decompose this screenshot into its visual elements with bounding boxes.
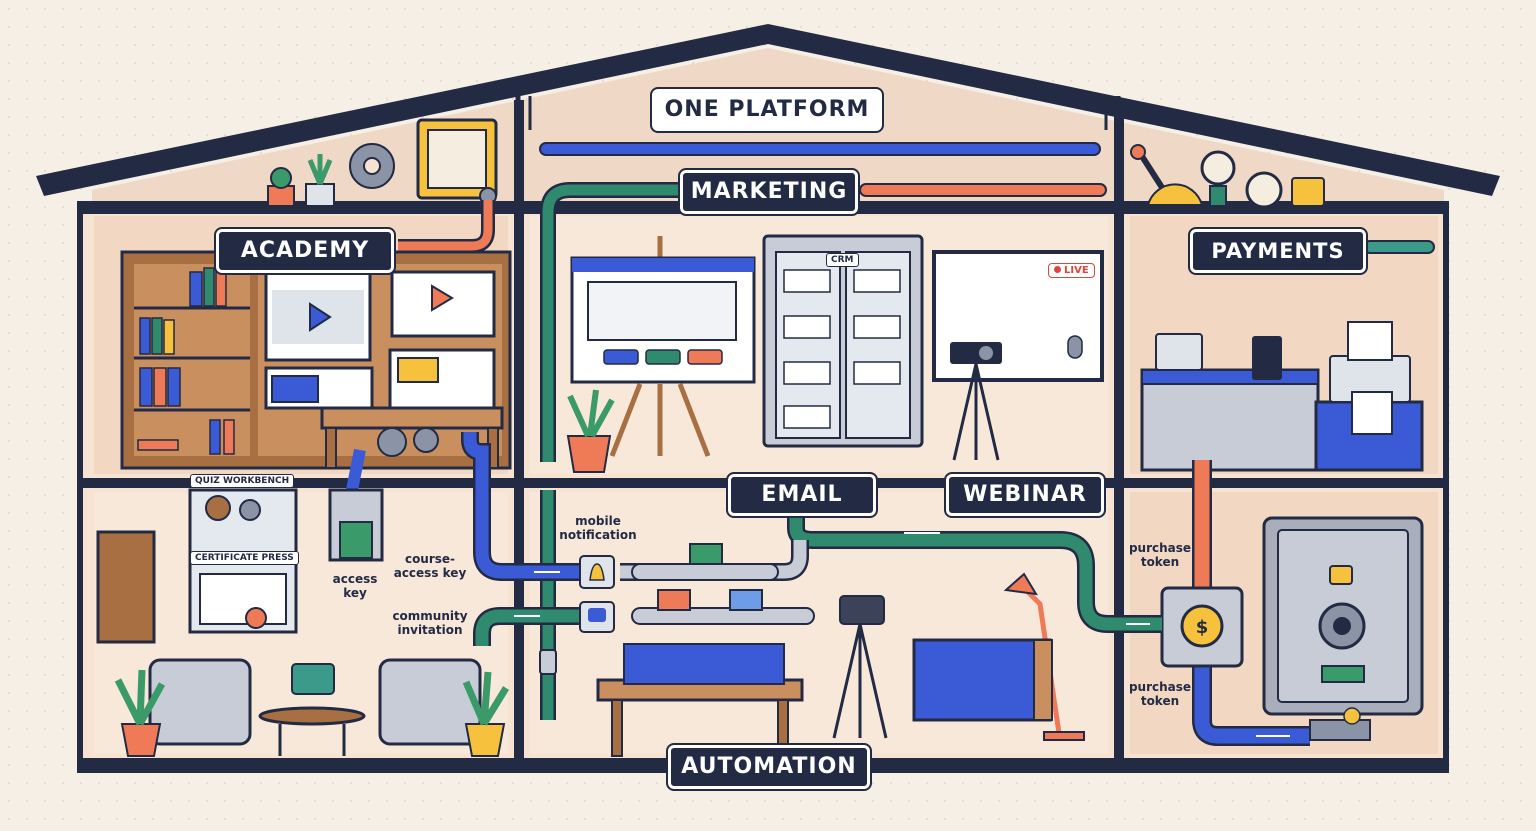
conveyor-upper: [631, 563, 779, 581]
access-key-note: access key: [332, 572, 378, 600]
flow-arrows: [514, 532, 1290, 737]
payments-label: PAYMENTS: [1188, 227, 1368, 275]
armchair-left: [148, 658, 252, 746]
workbench: [320, 406, 504, 430]
marketing-label: MARKETING: [678, 168, 860, 216]
blue-pipe-academy: [463, 432, 580, 579]
armchair-right: [378, 658, 482, 746]
one-platform-label: ONE PLATFORM: [650, 87, 884, 133]
right-divider: [1114, 100, 1124, 770]
live-text: LIVE: [1064, 265, 1089, 276]
coffee-table: [258, 706, 366, 726]
live-badge: LIVE: [1048, 263, 1095, 278]
purchase-token-bottom-note: purchase token: [1128, 680, 1192, 708]
quiz-workbench-tag: QUIZ WORKBENCH: [190, 474, 295, 488]
webinar-label: WEBINAR: [944, 472, 1106, 518]
live-dot-icon: [1054, 266, 1061, 273]
payments-teal-pipe: [1363, 240, 1435, 254]
crm-tag: CRM: [826, 253, 859, 267]
course-access-key-note: course- access key: [393, 552, 467, 580]
academy-label: ACADEMY: [214, 227, 396, 275]
certificate-press-tag: CERTIFICATE PRESS: [190, 551, 299, 565]
counter: [1140, 368, 1320, 472]
left-divider: [514, 100, 524, 770]
community-invitation-note: community invitation: [392, 609, 468, 637]
svg-text:$: $: [1196, 617, 1209, 638]
marketing-orange-pipe: [859, 183, 1107, 197]
payment-blue-pipe: [1194, 660, 1310, 744]
automation-label: AUTOMATION: [666, 743, 872, 791]
video-camera: [839, 595, 885, 625]
green-pipe-community: [475, 609, 580, 646]
conveyor-lower: [631, 607, 815, 625]
academy-orange-pipe: [398, 200, 493, 251]
platform-blue-pipe: [539, 142, 1101, 156]
blueprint: [912, 638, 1052, 722]
green-pipe-email: [789, 514, 1162, 631]
mobile-notification-note: mobile notification: [559, 514, 637, 542]
email-label: EMAIL: [726, 472, 878, 518]
purchase-token-top-note: purchase token: [1128, 541, 1192, 569]
green-pipe-main: [542, 184, 680, 462]
